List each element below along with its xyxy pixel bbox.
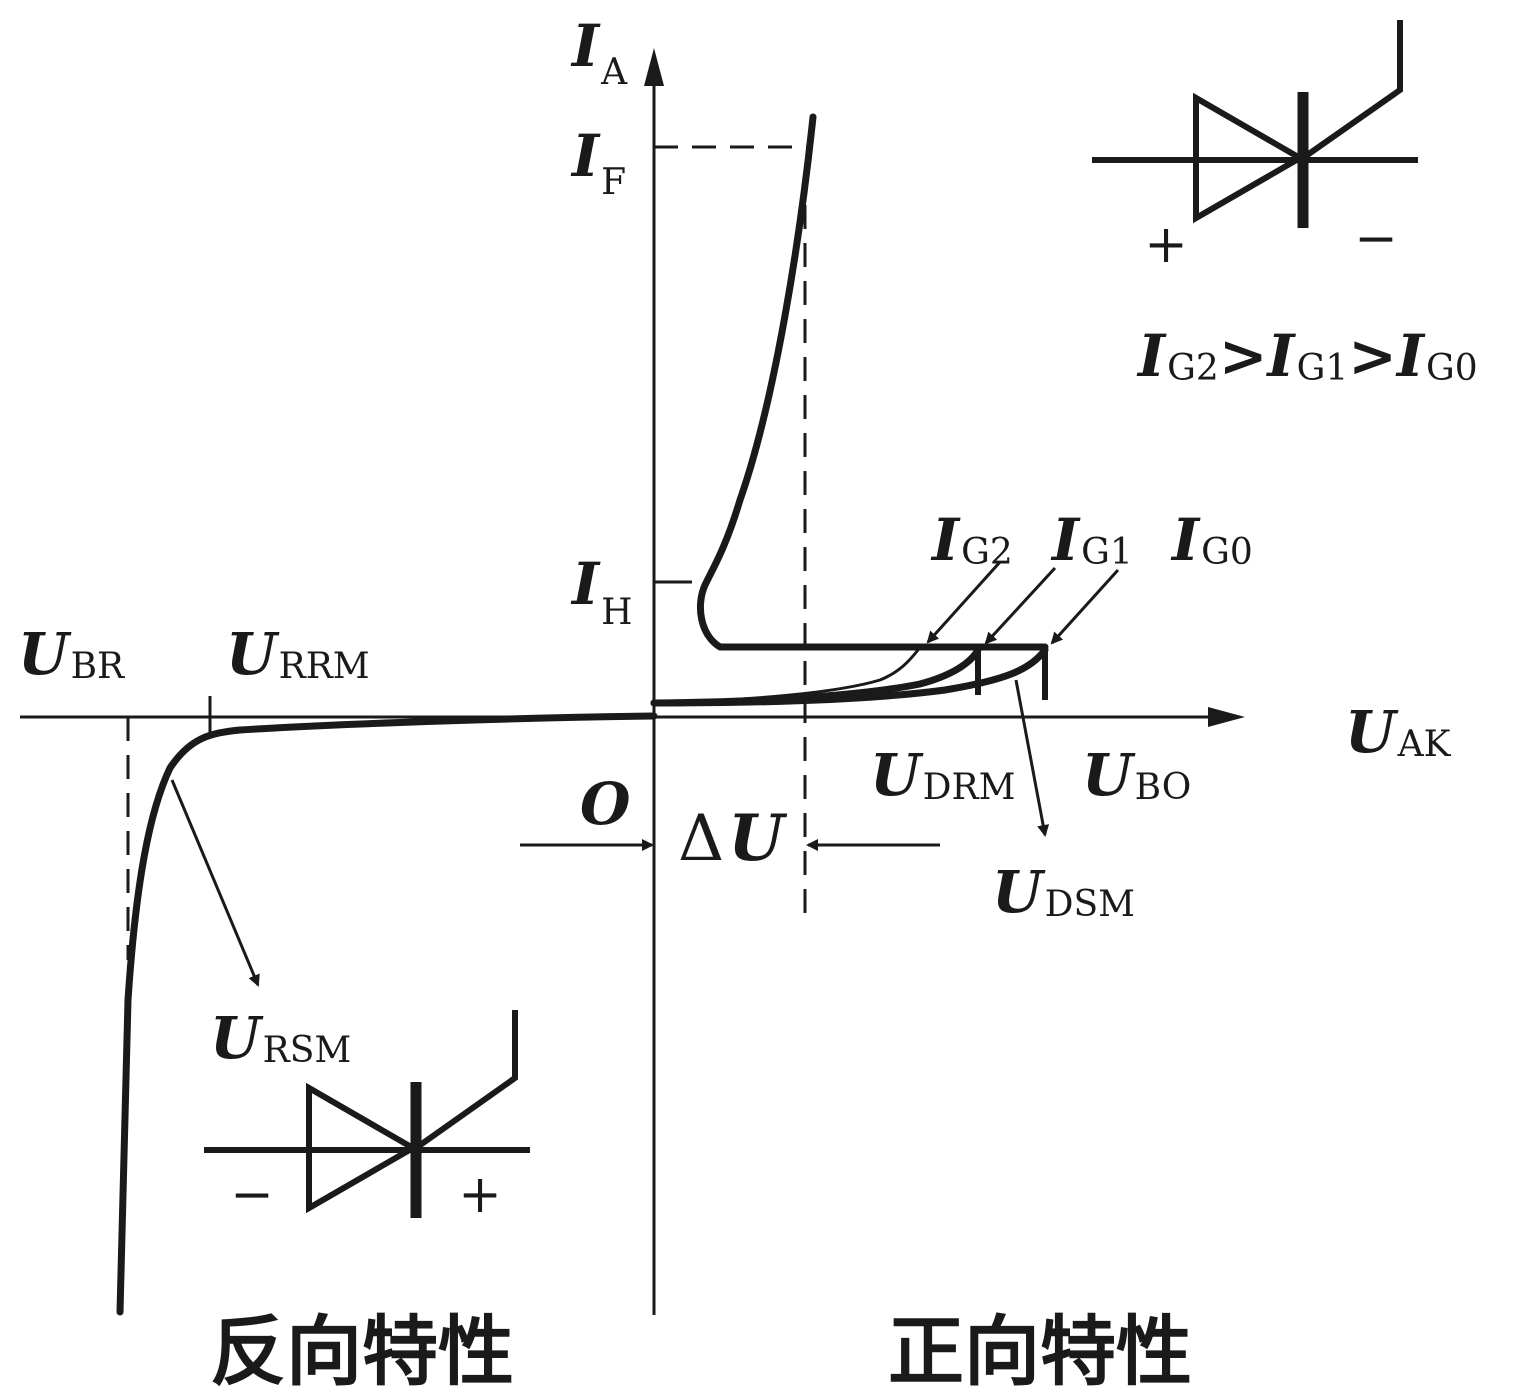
y-axis-arrow [644,48,664,86]
u-rsm-label: URSM [210,1004,351,1072]
u-bo-label: UBO [1082,741,1191,809]
delta-u-label: ΔU [678,801,788,876]
ig1-pointer-arrow [984,566,1057,645]
i-g2-label: IG2 [930,506,1013,574]
i-a-label: IA [570,12,628,93]
thyristor-symbol-reverse: − + [204,1010,530,1225]
reverse-characteristic-curve [116,712,658,1316]
reverse-symbol-gate [414,1010,518,1151]
labels: IA IF IH UBR URRM URSM UAK UDRM UBO UDSM… [18,12,1478,1396]
reverse-symbol-minus-sign: − [230,1165,274,1225]
i-h-label: IH [570,550,633,633]
u-dsm-label: UDSM [992,858,1135,926]
u-ak-label: UAK [1345,698,1452,766]
forward-symbol-triangle [1193,92,1307,224]
u-br-label: UBR [18,620,125,688]
conduction-curve [696,113,1049,651]
forward-blocking-curve-ig0 [650,646,1049,707]
characteristic-curves [116,113,1049,1316]
reverse-characteristic-title: 反向特性 [210,1307,514,1396]
reverse-symbol-triangle [306,1082,420,1214]
guide-lines [126,145,810,960]
ig2-pointer-arrow [926,560,1002,644]
x-axis-arrow [1208,707,1245,727]
reverse-symbol-plus-sign: + [458,1165,502,1225]
thyristor-symbol-forward: + − [1092,20,1418,275]
gate-current-relation-label: IG2>IG1>IG0 [1136,322,1478,390]
forward-characteristic-title: 正向特性 [888,1307,1192,1396]
u-rrm-label: URRM [226,620,370,688]
u-drm-label: UDRM [870,741,1015,809]
forward-symbol-gate [1301,20,1403,161]
forward-symbol-minus-sign: − [1354,209,1398,269]
i-g0-label: IG0 [1170,506,1253,574]
origin-label: O [580,770,631,838]
ig0-pointer-arrow [1050,568,1120,645]
u-dsm-pointer-arrow [1014,679,1050,837]
axes [20,48,1245,1315]
forward-symbol-plus-sign: + [1144,215,1188,275]
i-f-label: IF [570,122,626,203]
u-rsm-pointer-arrow [170,779,260,987]
i-g1-label: IG1 [1050,506,1133,574]
pointer-arrows [170,560,1120,987]
